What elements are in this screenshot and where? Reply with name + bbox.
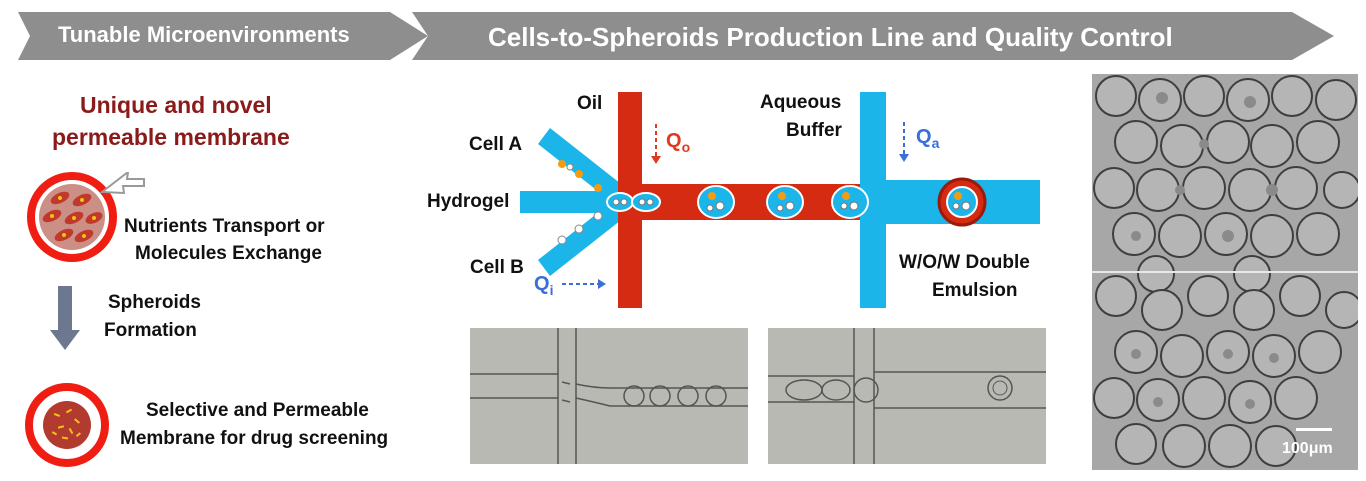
flow-rate-aqueous-subscript: a	[931, 135, 940, 151]
spheroids-line2: Formation	[104, 320, 197, 341]
nutrients-line2: Molecules Exchange	[135, 243, 322, 264]
flow-rate-oil-symbol: Q	[666, 130, 682, 152]
double-emulsion-line1: W/O/W Double	[899, 252, 1030, 273]
flow-rate-aqueous-symbol: Q	[916, 126, 932, 148]
double-emulsion-line2: Emulsion	[932, 280, 1018, 301]
down-arrow-icon	[50, 286, 80, 350]
selective-line2: Membrane for drug screening	[120, 428, 389, 449]
banner-right-text: Cells-to-Spheroids Production Line and Q…	[488, 22, 1173, 52]
cell-b-label: Cell B	[470, 257, 524, 278]
aqueous-label: Aqueous	[760, 92, 842, 113]
cell-a-label: Cell A	[469, 134, 523, 155]
hydrogel-label: Hydrogel	[427, 191, 510, 212]
flow-rate-inlet: Qi	[534, 273, 553, 298]
flow-rate-inlet-symbol: Q	[534, 273, 550, 295]
scale-bar-label: 100μm	[1282, 440, 1333, 457]
microfluidic-device-diagram	[520, 92, 1040, 308]
flow-rate-oil: Qo	[666, 130, 690, 155]
selective-line1: Selective and Permeable	[146, 400, 369, 421]
buffer-label: Buffer	[786, 120, 842, 141]
flow-rate-oil-subscript: o	[681, 139, 691, 155]
flow-rate-inlet-subscript: i	[549, 282, 554, 298]
banner-left-arrow	[18, 12, 428, 60]
membrane-title-line2: permeable membrane	[52, 124, 290, 150]
flow-rate-aqueous: Qa	[916, 126, 939, 151]
micrograph-droplet-generation	[470, 328, 748, 464]
nutrients-line1: Nutrients Transport or	[124, 216, 325, 237]
micrograph-double-emulsion	[768, 328, 1046, 464]
banner-right-arrow	[412, 12, 1334, 60]
spheroids-line1: Spheroids	[108, 292, 201, 313]
capsule-cells-icon	[27, 172, 145, 262]
oil-label: Oil	[577, 93, 603, 114]
capsule-spheroid-icon	[25, 383, 109, 467]
membrane-title-line1: Unique and novel	[80, 92, 272, 118]
banner-left-text: Tunable Microenvironments	[58, 22, 350, 47]
micrograph-spheroid-grid: 100μm	[1092, 74, 1358, 470]
